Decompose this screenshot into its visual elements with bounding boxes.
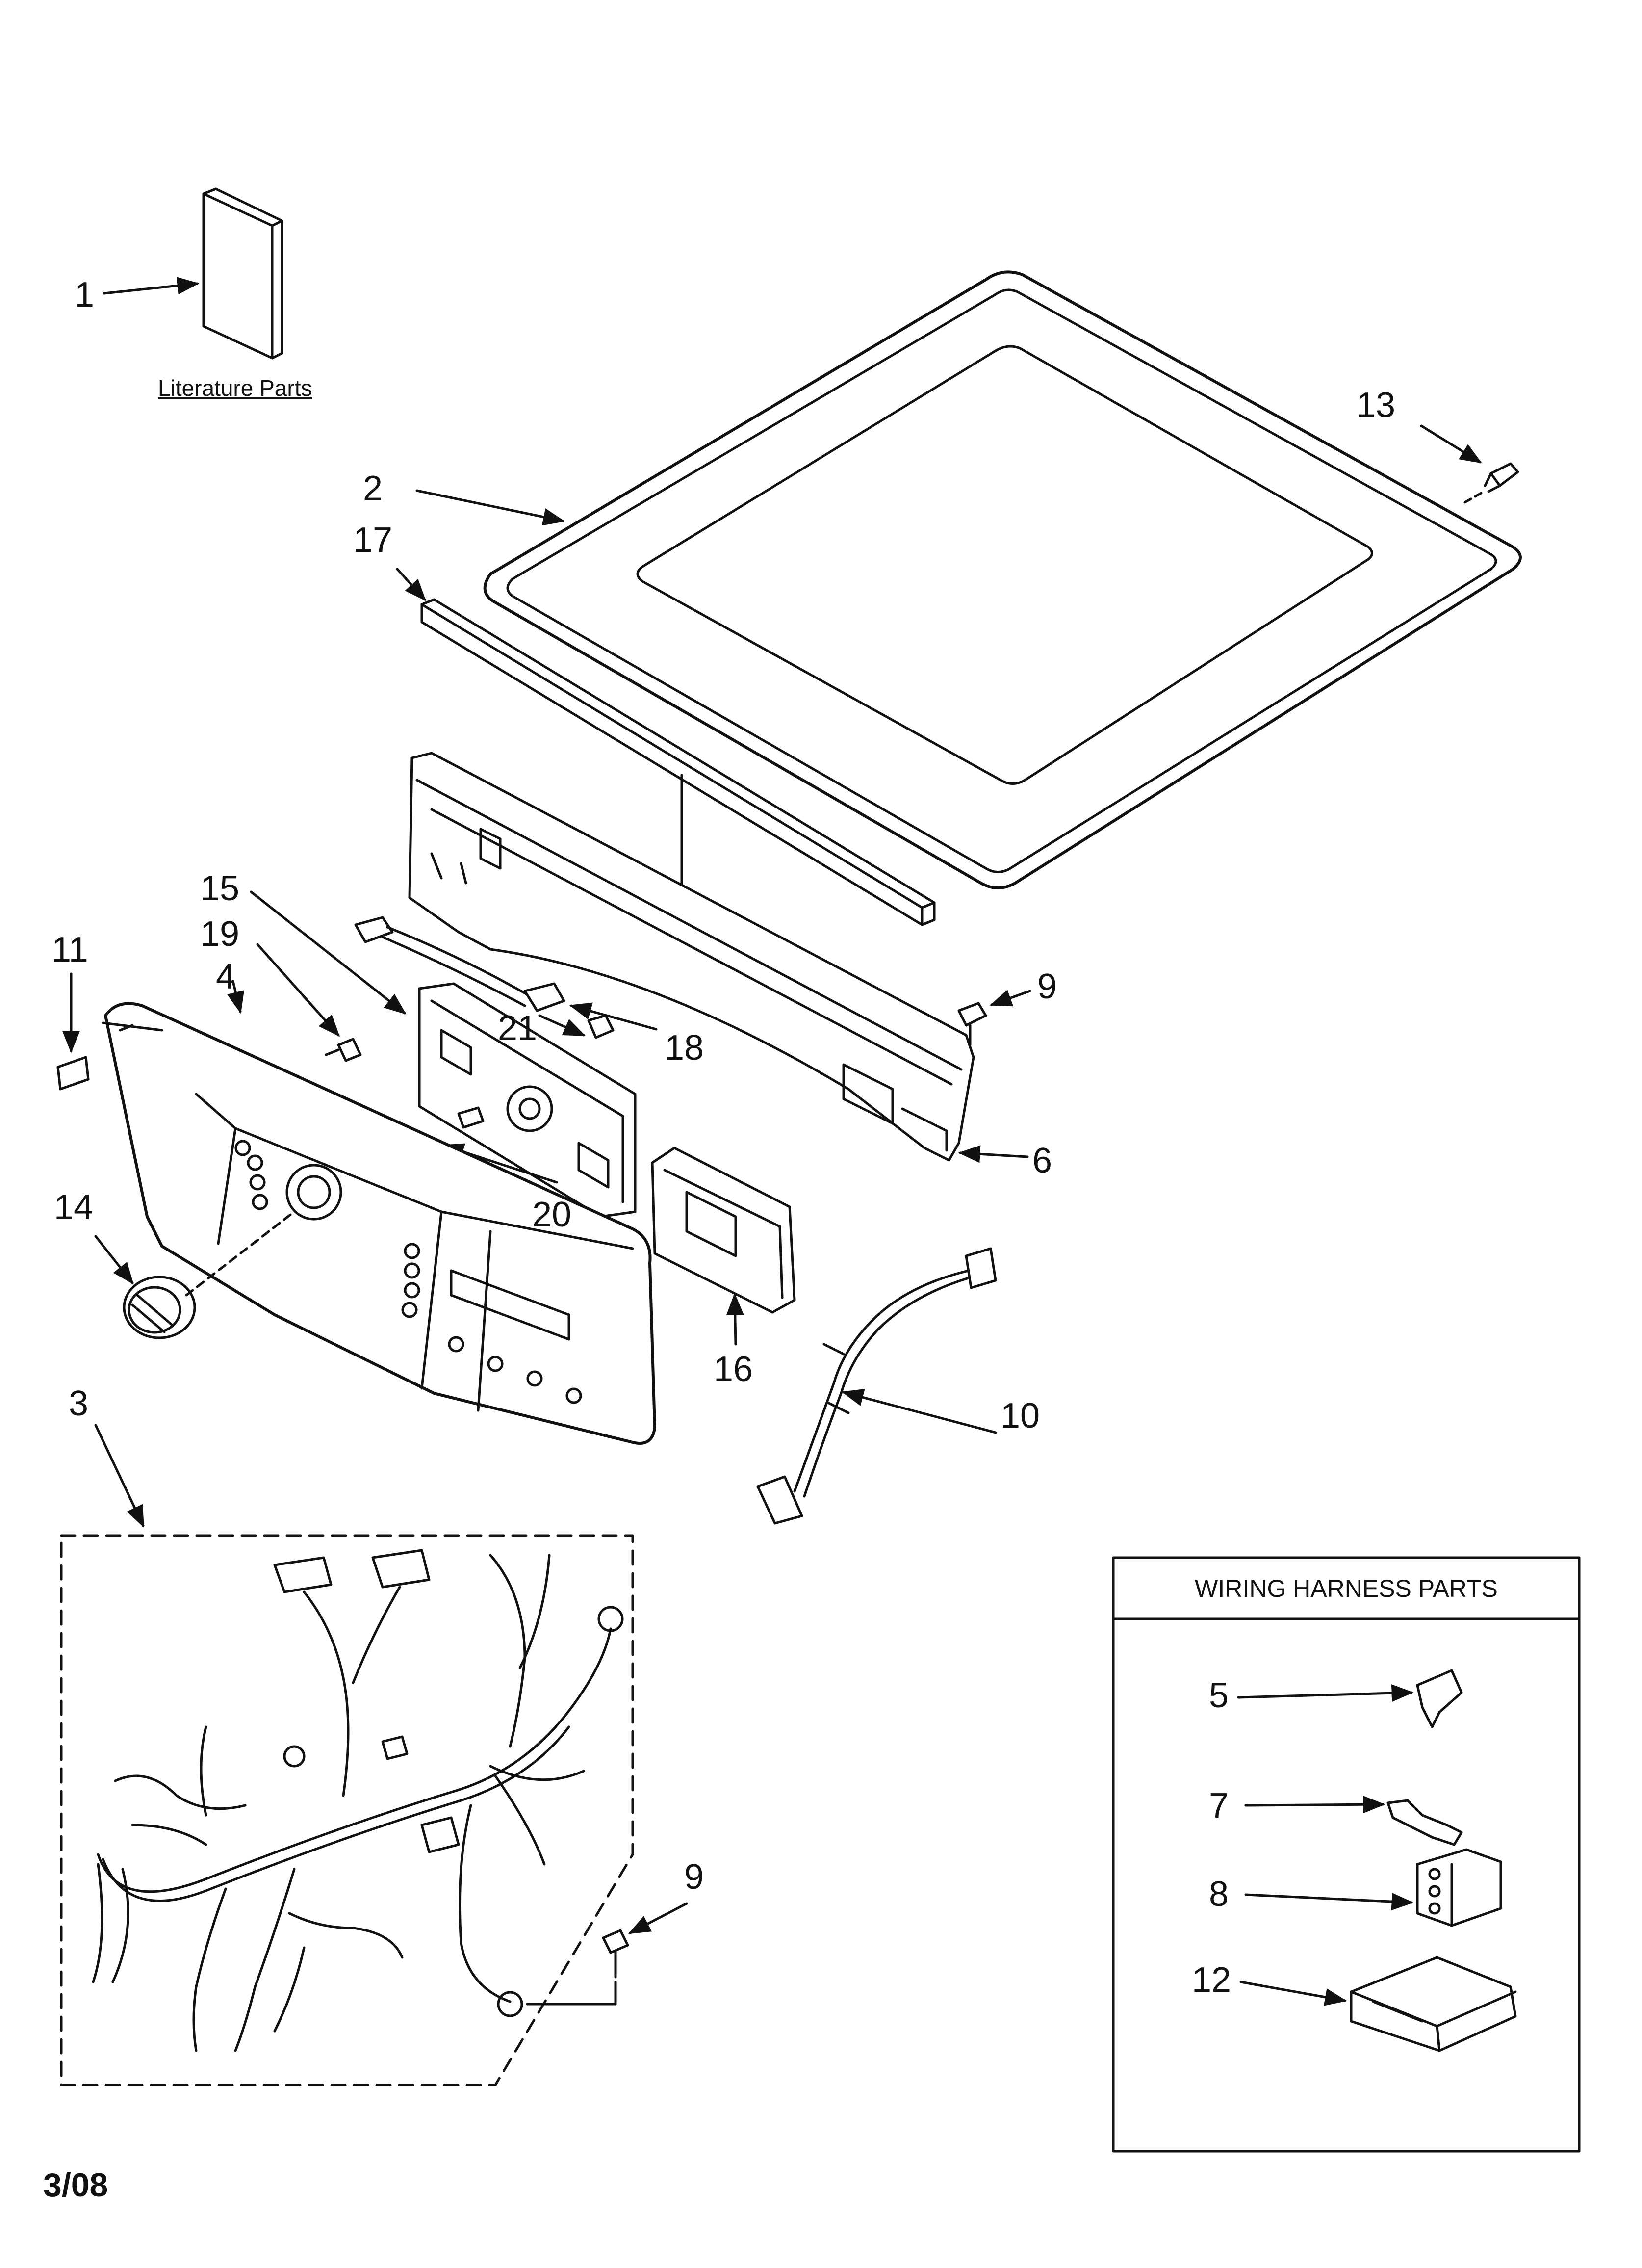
clip-21 (587, 1014, 615, 1039)
ui-board-16 (651, 1147, 796, 1314)
callout-15: 15 (200, 869, 240, 908)
callout-9-upper: 9 (1037, 967, 1057, 1006)
leader-13 (1420, 424, 1482, 464)
harness-10 (756, 1247, 997, 1525)
callout-9-lower: 9 (684, 1857, 704, 1897)
leader-18 (569, 1002, 658, 1031)
screw-13 (1484, 462, 1519, 493)
callout-11: 11 (51, 930, 88, 969)
leader-2 (415, 489, 565, 526)
leader-6 (958, 1145, 1029, 1163)
console-bracket (408, 752, 975, 1162)
switch-20 (457, 1106, 485, 1129)
literature-parts-label: Literature Parts (158, 375, 312, 401)
harness-parts-box (1112, 1556, 1581, 2153)
leader-4 (227, 980, 244, 1014)
leader-5 (1237, 1684, 1414, 1702)
callout-10: 10 (1001, 1396, 1040, 1435)
strip-17 (420, 598, 936, 926)
clip-5 (1416, 1669, 1463, 1728)
console-panel (102, 1002, 656, 1445)
wire-18 (354, 916, 565, 1012)
callout-20: 20 (532, 1195, 572, 1234)
callout-13: 13 (1356, 386, 1396, 425)
callout-5: 5 (1209, 1676, 1229, 1715)
terminal-7 (1386, 1799, 1463, 1846)
literature-booklet (202, 187, 283, 360)
leader-7 (1244, 1796, 1385, 1814)
callout-18: 18 (665, 1028, 704, 1068)
callout-14: 14 (54, 1188, 94, 1227)
callout-8: 8 (1209, 1875, 1229, 1914)
leader-21 (538, 1014, 586, 1037)
harness-group-box (60, 1534, 634, 2086)
leader-19 (256, 943, 340, 1037)
leader-10 (841, 1388, 997, 1434)
callout-6: 6 (1032, 1141, 1052, 1180)
callout-17: 17 (353, 521, 393, 560)
leader-1 (103, 277, 200, 295)
callout-3: 3 (69, 1384, 89, 1423)
callout-4: 4 (216, 957, 236, 996)
knob-14 (123, 1276, 196, 1339)
leader-15 (250, 890, 407, 1015)
date-code: 3/08 (43, 2166, 108, 2204)
control-board-15 (418, 982, 637, 1218)
screw-9-upper (957, 1002, 987, 1046)
screw-9-lower (602, 1929, 629, 1979)
connector-8 (1416, 1848, 1502, 1927)
callout-1: 1 (75, 275, 95, 314)
screw-19 (325, 1038, 362, 1062)
harness-parts-title: WIRING HARNESS PARTS (1195, 1574, 1498, 1602)
callout-19: 19 (200, 914, 240, 954)
housing-12 (1350, 1956, 1517, 2052)
badge-11 (56, 1056, 90, 1091)
top-panel (483, 270, 1522, 889)
leader-3 (94, 1424, 145, 1528)
callout-12: 12 (1192, 1960, 1232, 2000)
leader-17 (396, 568, 427, 601)
callout-2: 2 (363, 469, 383, 508)
leader-14 (94, 1235, 134, 1285)
callout-16: 16 (714, 1350, 753, 1389)
leader-9-lower (628, 1902, 688, 1934)
leader-8 (1244, 1893, 1414, 1911)
main-harness (92, 1549, 624, 2052)
leader-16 (726, 1293, 744, 1346)
leader-9-upper (989, 990, 1031, 1007)
leader-12 (1239, 1981, 1347, 2006)
callout-7: 7 (1209, 1786, 1229, 1825)
callout-21: 21 (498, 1009, 538, 1048)
